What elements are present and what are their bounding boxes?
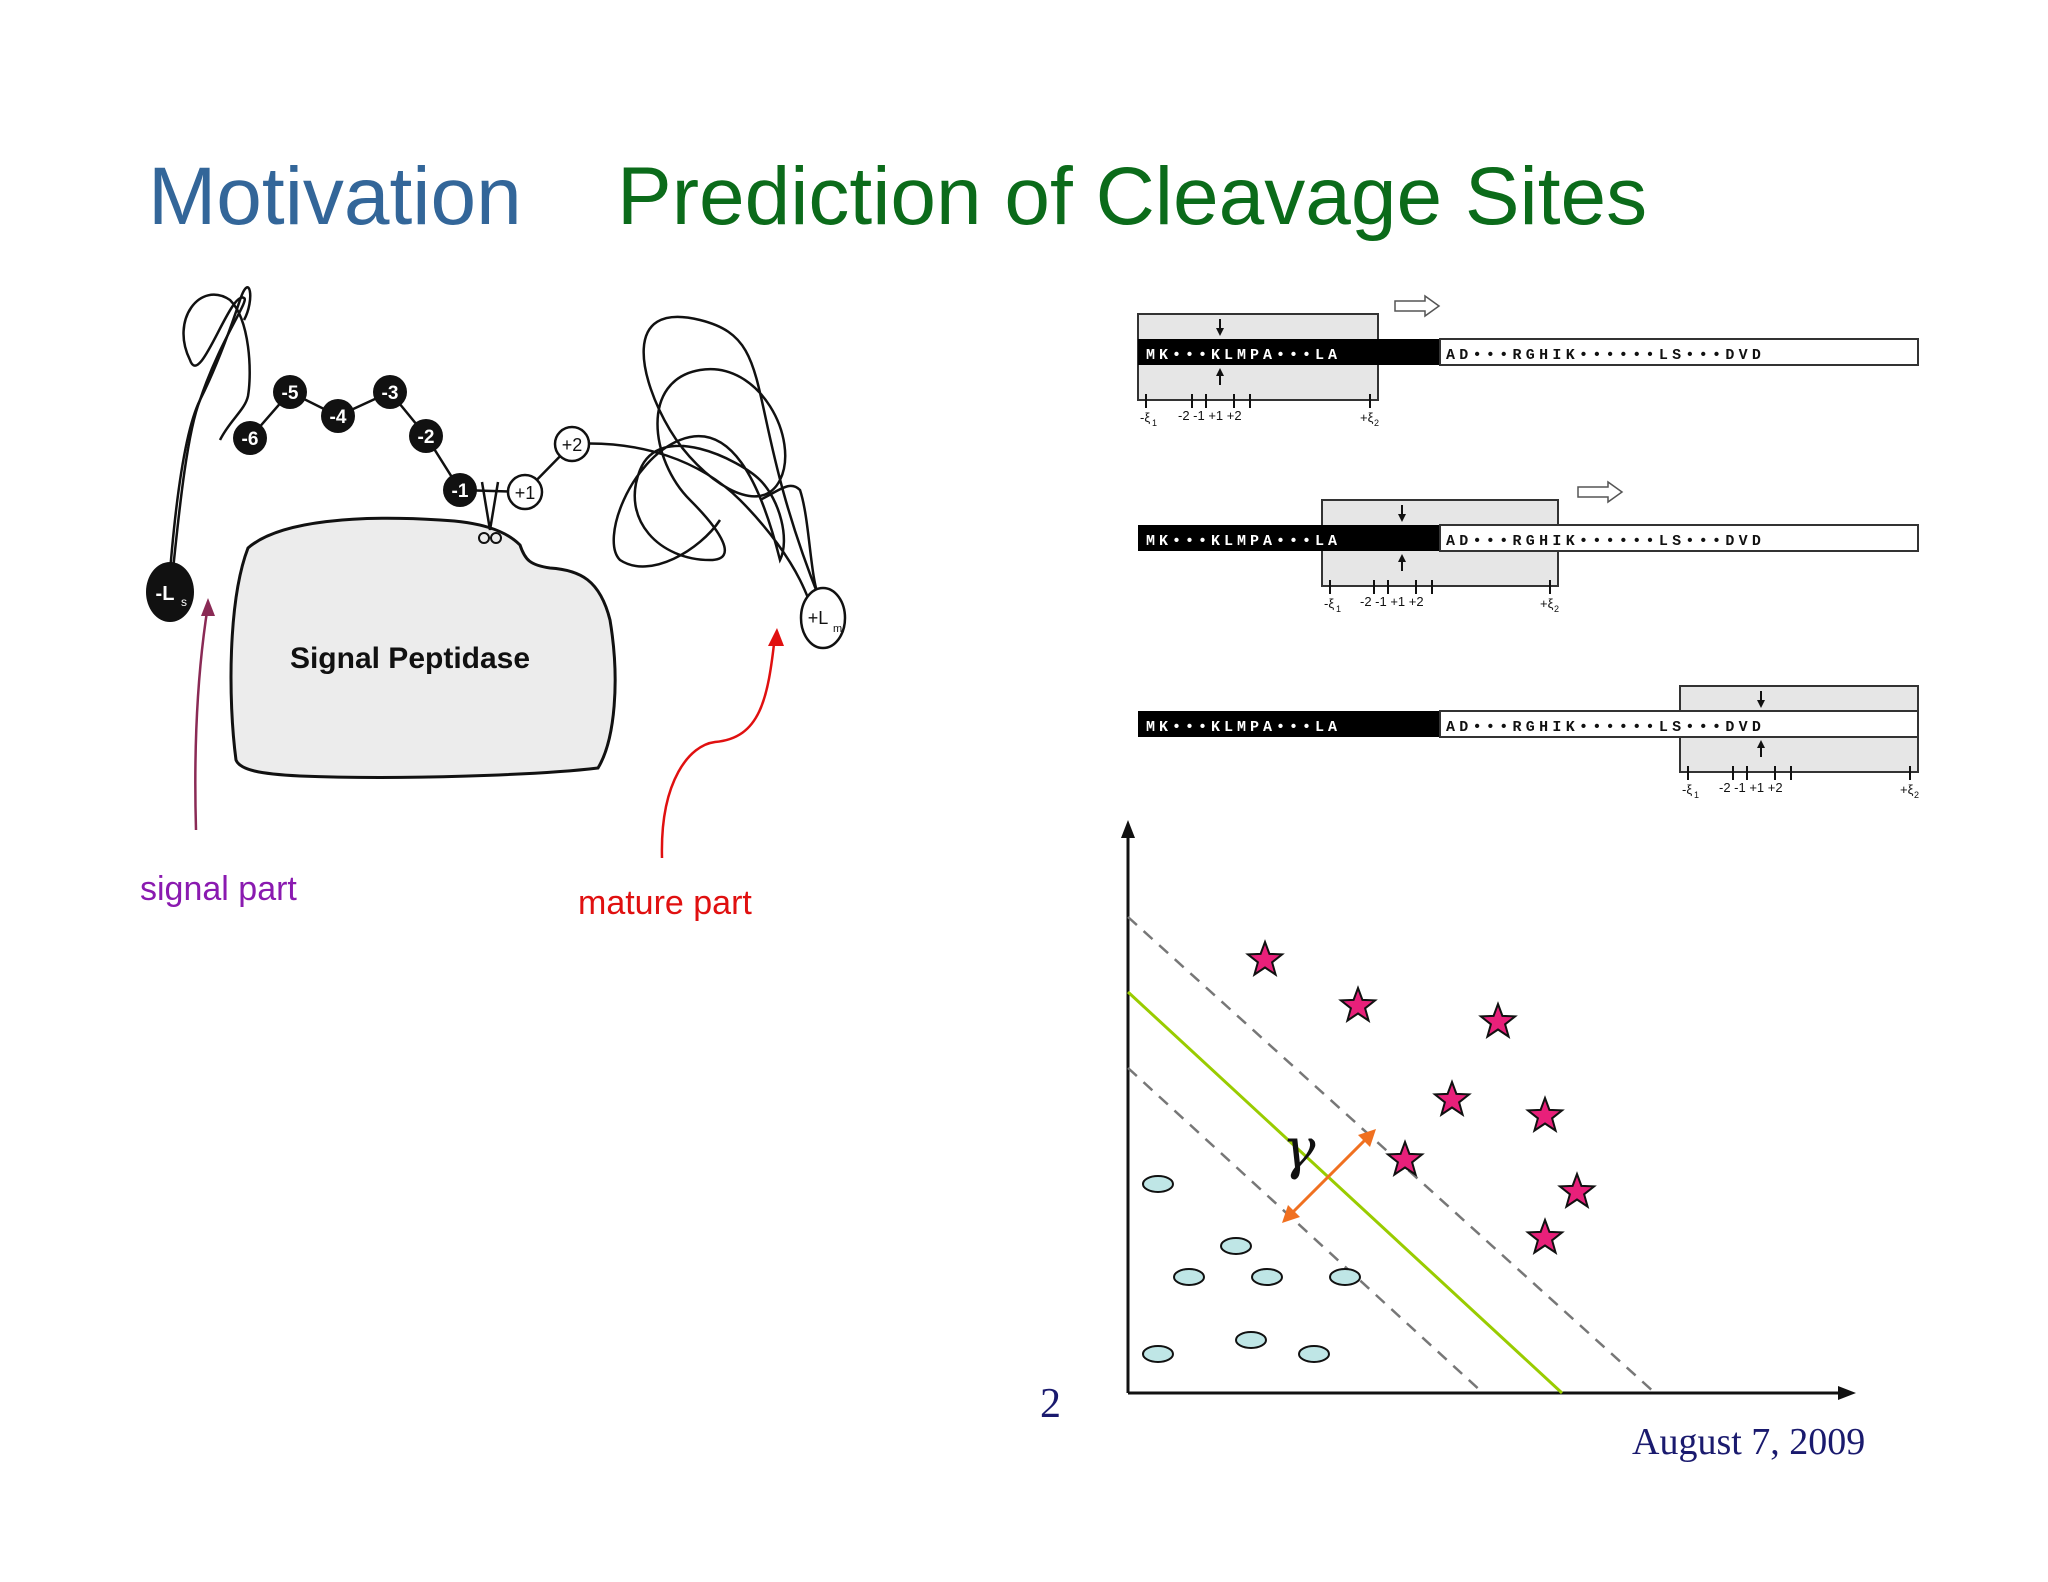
signal-residue-bead: -3 xyxy=(373,375,407,409)
signal-residue-bead: -4 xyxy=(321,399,355,433)
label-mature-part: mature part xyxy=(578,884,752,922)
svg-text:2: 2 xyxy=(1554,604,1559,614)
svg-text:1: 1 xyxy=(1336,604,1341,614)
mature-part-arrow xyxy=(660,634,777,859)
svg-text:2: 2 xyxy=(1914,790,1919,800)
ellipse-icon xyxy=(1173,1268,1205,1286)
svg-text:-ξ: -ξ xyxy=(1682,782,1692,797)
svg-text:-5: -5 xyxy=(282,383,299,404)
ellipse-icon xyxy=(1298,1345,1330,1363)
enzyme-label: Signal Peptidase xyxy=(290,642,530,675)
svg-text:-2 -1 +1 +2: -2 -1 +1 +2 xyxy=(1178,408,1242,423)
sequence-window-row: MK•••KLMPA•••LA AD•••RGHIK••••••LS•••DVD -… xyxy=(1138,480,1919,614)
ellipse-icon xyxy=(1220,1237,1252,1255)
sequence-window-row: MK•••KLMPA•••LA AD•••RGHIK••••••LS•••DVD -… xyxy=(1138,685,1919,800)
svg-text:-6: -6 xyxy=(242,429,259,450)
svg-text:AD•••RGHIK••••••LS•••DVD: AD•••RGHIK••••••LS•••DVD xyxy=(1446,347,1765,364)
margin-line-upper xyxy=(1127,916,1656,1394)
negative-ellipses xyxy=(1142,1175,1361,1363)
svg-text:AD•••RGHIK••••••LS•••DVD: AD•••RGHIK••••••LS•••DVD xyxy=(1446,533,1765,550)
star-icon xyxy=(1338,985,1378,1023)
svg-text:-2 -1 +1 +2: -2 -1 +1 +2 xyxy=(1360,594,1424,609)
ellipse-icon xyxy=(1235,1331,1267,1349)
end-signal-bead: -L s xyxy=(146,562,194,622)
signal-peptidase-blob xyxy=(229,516,617,779)
star-icon xyxy=(1525,1217,1565,1255)
svg-text:MK•••KLMPA•••LA: MK•••KLMPA•••LA xyxy=(1146,719,1341,736)
margin-line-lower xyxy=(1127,1067,1484,1394)
svg-text:+1: +1 xyxy=(515,483,536,503)
sequence-window-row: MK•••KLMPA•••LA AD•••RGHIK••••••LS•••DVD -… xyxy=(1137,294,1919,428)
signal-residue-bead: -1 xyxy=(443,473,477,507)
svg-text:1: 1 xyxy=(1152,418,1157,428)
signal-part-arrow xyxy=(194,604,210,831)
star-icon xyxy=(1525,1095,1565,1133)
star-icon xyxy=(1478,1001,1518,1039)
margin-arrow xyxy=(1288,1135,1370,1217)
svg-text:2: 2 xyxy=(1374,418,1379,428)
page-number: 2 xyxy=(1040,1381,1061,1427)
svg-text:-ξ: -ξ xyxy=(1324,596,1334,611)
mature-residue-bead: +2 xyxy=(553,425,591,463)
star-icon xyxy=(1432,1079,1472,1117)
ellipse-icon xyxy=(1142,1175,1174,1193)
positive-stars xyxy=(1245,939,1597,1255)
ellipse-icon xyxy=(1142,1345,1174,1363)
gamma-symbol: γ xyxy=(1282,1117,1316,1182)
svg-text:-2 -1 +1 +2: -2 -1 +1 +2 xyxy=(1719,780,1783,795)
svg-text:-2: -2 xyxy=(418,427,435,448)
svg-text:s: s xyxy=(181,595,187,609)
svg-text:-L: -L xyxy=(156,583,175,605)
svg-text:MK•••KLMPA•••LA: MK•••KLMPA•••LA xyxy=(1146,347,1341,364)
label-signal-part: signal part xyxy=(140,870,297,908)
star-icon xyxy=(1557,1171,1597,1209)
svg-text:-3: -3 xyxy=(382,383,399,404)
svg-text:+L: +L xyxy=(808,608,829,628)
mature-residue-bead: +1 xyxy=(506,473,544,511)
svg-text:-1: -1 xyxy=(452,481,469,502)
star-icon xyxy=(1245,939,1285,977)
ellipse-icon xyxy=(1251,1268,1283,1286)
title-cleavage-sites: Prediction of Cleavage Sites xyxy=(617,151,1648,242)
svg-text:+ξ: +ξ xyxy=(1360,410,1374,425)
title-motivation: Motivation xyxy=(148,151,522,242)
end-mature-bead: +L m xyxy=(799,586,847,650)
svg-text:+ξ: +ξ xyxy=(1540,596,1554,611)
star-icon xyxy=(1385,1139,1425,1177)
svg-text:+ξ: +ξ xyxy=(1900,782,1914,797)
svg-text:-4: -4 xyxy=(330,407,347,428)
svg-text:MK•••KLMPA•••LA: MK•••KLMPA•••LA xyxy=(1146,533,1341,550)
signal-residue-bead: -6 xyxy=(233,421,267,455)
separating-hyperplane xyxy=(1126,990,1564,1395)
ellipse-icon xyxy=(1329,1268,1361,1286)
window-slide-arrow-icon xyxy=(1577,480,1624,504)
slide-date: August 7, 2009 xyxy=(1632,1421,1866,1463)
svg-text:+2: +2 xyxy=(562,435,583,455)
svg-text:1: 1 xyxy=(1694,790,1699,800)
window-slide-arrow-icon xyxy=(1394,294,1441,318)
svg-text:m: m xyxy=(833,623,842,635)
scissors-icon xyxy=(480,481,500,531)
signal-residue-bead: -5 xyxy=(273,375,307,409)
signal-residue-bead: -2 xyxy=(409,419,443,453)
svg-text:-ξ: -ξ xyxy=(1140,410,1150,425)
svg-text:AD•••RGHIK••••••LS•••DVD: AD•••RGHIK••••••LS•••DVD xyxy=(1446,719,1765,736)
